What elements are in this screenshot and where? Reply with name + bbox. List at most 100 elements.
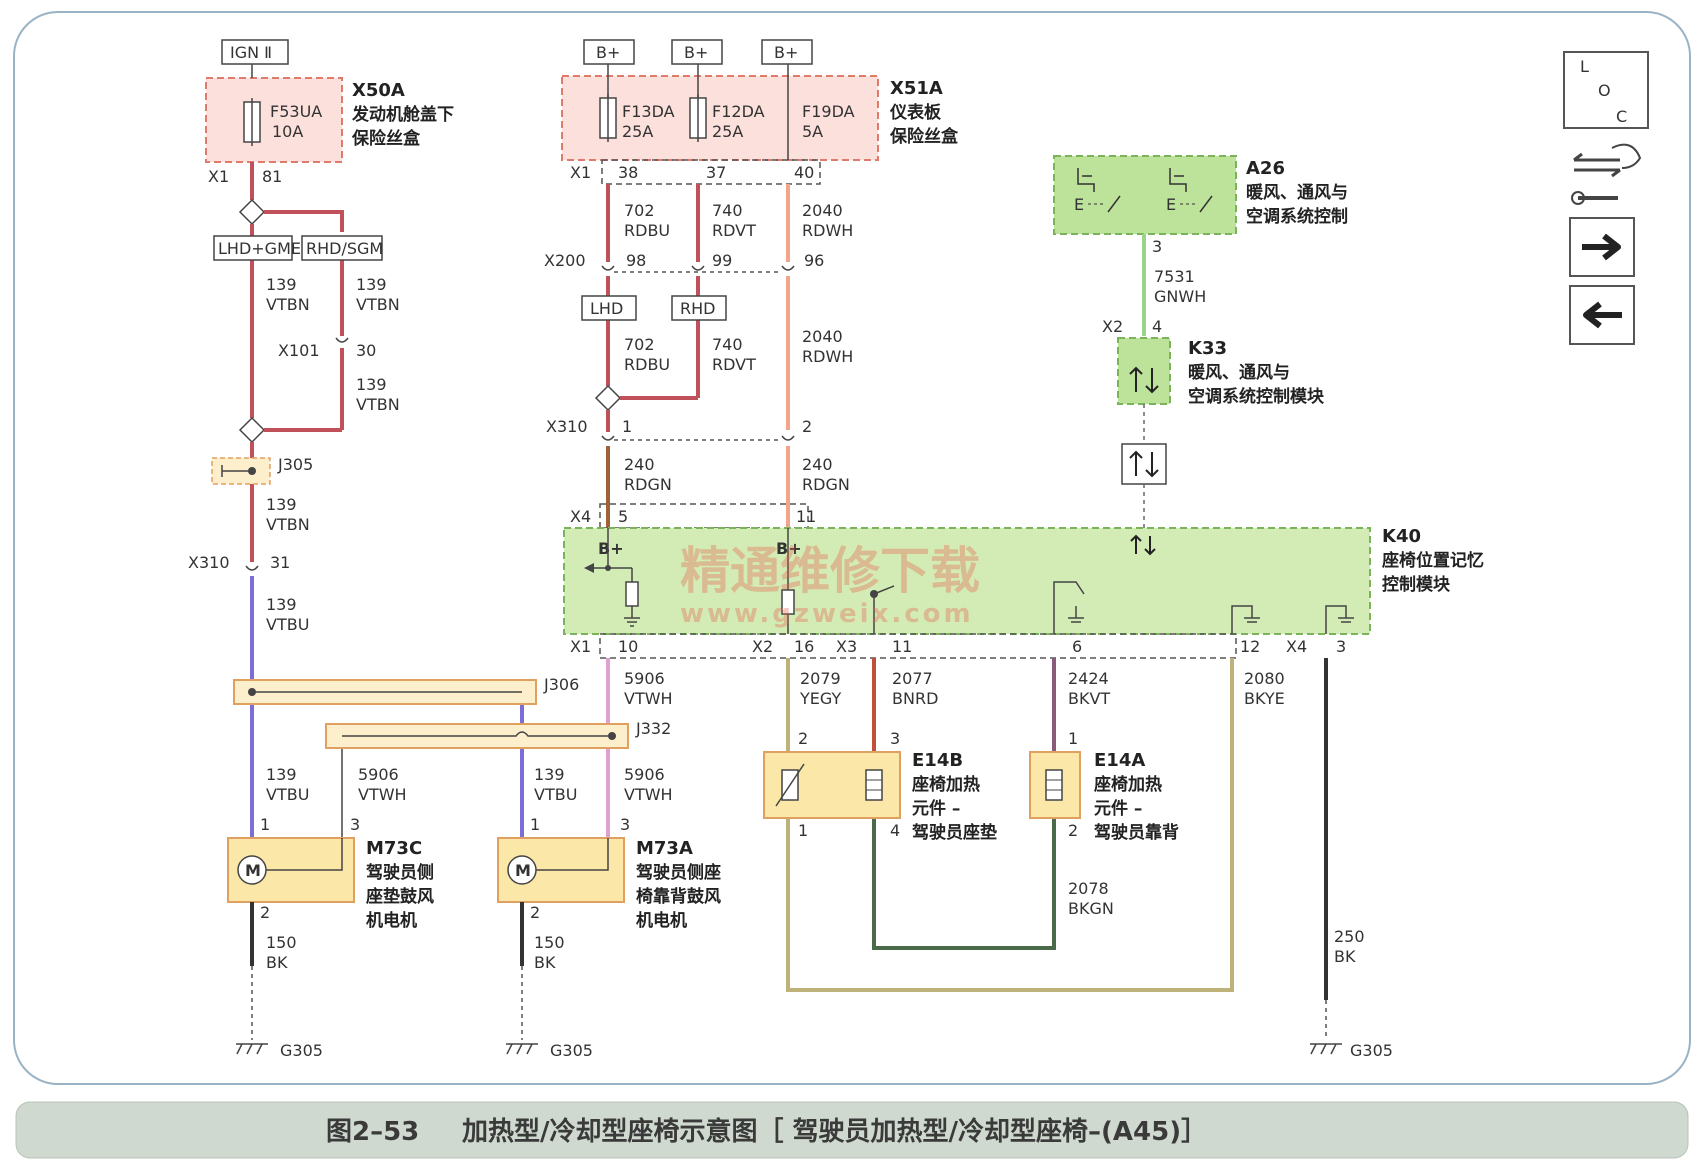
- svg-text:F13DA: F13DA: [622, 102, 675, 121]
- svg-text:25A: 25A: [712, 122, 743, 141]
- svg-text:2: 2: [260, 903, 270, 922]
- m73a-id: M73A: [636, 838, 693, 859]
- svg-text:X310: X310: [546, 417, 588, 436]
- svg-text:F19DA: F19DA: [802, 102, 855, 121]
- svg-text:L: L: [1580, 57, 1589, 76]
- svg-text:702: 702: [624, 201, 655, 220]
- svg-text:2040: 2040: [802, 327, 843, 346]
- svg-text:RDGN: RDGN: [624, 475, 672, 494]
- svg-text:VTBU: VTBU: [266, 615, 309, 634]
- x50a-id: X50A: [352, 80, 405, 101]
- svg-text:2424: 2424: [1068, 669, 1109, 688]
- x51a-desc2: 保险丝盒: [889, 126, 959, 147]
- splice-j305: [211, 457, 271, 485]
- svg-text:B+: B+: [596, 43, 620, 62]
- svg-text:2080: 2080: [1244, 669, 1285, 688]
- svg-text:VTBN: VTBN: [266, 515, 310, 534]
- svg-text:139: 139: [356, 375, 387, 394]
- svg-text:X4: X4: [570, 507, 591, 526]
- svg-text:RDVT: RDVT: [712, 221, 756, 240]
- svg-text:元件 –: 元件 –: [912, 798, 960, 819]
- svg-text:740: 740: [712, 335, 743, 354]
- next-page-button[interactable]: [1569, 217, 1635, 277]
- svg-text:RDWH: RDWH: [802, 221, 853, 240]
- svg-text:VTWH: VTWH: [624, 689, 673, 708]
- svg-text:5: 5: [618, 507, 628, 526]
- svg-text:VTBU: VTBU: [534, 785, 577, 804]
- svg-text:X4: X4: [1286, 637, 1307, 656]
- svg-text:O: O: [1598, 81, 1611, 100]
- svg-text:BK: BK: [534, 953, 556, 972]
- x50a-conn: X1: [208, 167, 229, 186]
- svg-text:座椅加热: 座椅加热: [1094, 774, 1162, 795]
- svg-text:3: 3: [1152, 237, 1162, 256]
- svg-text:X310: X310: [188, 553, 230, 572]
- svg-text:3: 3: [890, 729, 900, 748]
- svg-text:驾驶员侧: 驾驶员侧: [366, 862, 434, 883]
- caption-bar: [15, 1101, 1689, 1159]
- svg-text:椅靠背鼓风: 椅靠背鼓风: [636, 886, 721, 907]
- ground-g305-2: [506, 1043, 538, 1055]
- svg-text:RDBU: RDBU: [624, 355, 670, 374]
- svg-text:IGN Ⅱ: IGN Ⅱ: [230, 43, 272, 62]
- x50a-pin: 81: [262, 167, 282, 186]
- svg-text:1: 1: [798, 821, 808, 840]
- svg-text:X1: X1: [570, 637, 591, 656]
- fuse-box-x51a: F13DA 25A F12DA 25A F19DA 5A: [561, 75, 879, 161]
- svg-text:4: 4: [1152, 317, 1162, 336]
- svg-text:BNRD: BNRD: [892, 689, 938, 708]
- svg-text:RHD: RHD: [680, 299, 715, 318]
- svg-text:38: 38: [618, 163, 638, 182]
- x51a-id: X51A: [890, 78, 943, 99]
- svg-text:RDBU: RDBU: [624, 221, 670, 240]
- svg-text:5A: 5A: [802, 122, 823, 141]
- svg-text:BKYE: BKYE: [1244, 689, 1285, 708]
- svg-text:B+: B+: [776, 539, 802, 558]
- svg-text:150: 150: [534, 933, 565, 952]
- svg-text:139: 139: [534, 765, 565, 784]
- module-k40: B+ B+: [563, 527, 1371, 635]
- module-a26: E E: [1053, 155, 1237, 235]
- svg-text:元件 –: 元件 –: [1094, 798, 1142, 819]
- svg-text:31: 31: [270, 553, 290, 572]
- svg-text:座椅加热: 座椅加热: [912, 774, 980, 795]
- svg-text:139: 139: [266, 275, 297, 294]
- ground-g305-1: [236, 1043, 268, 1055]
- k33-desc2: 空调系统控制模块: [1188, 386, 1325, 407]
- svg-text:BK: BK: [266, 953, 288, 972]
- svg-text:240: 240: [802, 455, 833, 474]
- svg-text:VTBU: VTBU: [266, 785, 309, 804]
- prev-page-button[interactable]: [1569, 285, 1635, 345]
- motor-m73c: M: [227, 837, 355, 903]
- component-locator-icon[interactable]: [1571, 143, 1642, 205]
- svg-text:G305: G305: [280, 1041, 323, 1060]
- svg-text:RDWH: RDWH: [802, 347, 853, 366]
- a26-desc2: 空调系统控制: [1246, 206, 1348, 227]
- svg-text:BKGN: BKGN: [1068, 899, 1114, 918]
- option-rhd-sgm: [301, 235, 383, 261]
- m73c-id: M73C: [366, 838, 422, 859]
- svg-text:VTBN: VTBN: [266, 295, 310, 314]
- heater-e14b: [763, 751, 901, 819]
- svg-text:E: E: [1166, 195, 1176, 214]
- svg-text:VTBN: VTBN: [356, 395, 400, 414]
- ground-g305-3: [1310, 1043, 1342, 1055]
- svg-text:RHD/SGM: RHD/SGM: [306, 239, 383, 258]
- svg-text:98: 98: [626, 251, 646, 270]
- option-lhd-gme: [213, 235, 293, 261]
- svg-text:2040: 2040: [802, 201, 843, 220]
- loc-box[interactable]: L O C: [1563, 51, 1649, 129]
- svg-text:139: 139: [266, 595, 297, 614]
- k40-desc1: 座椅位置记忆: [1382, 550, 1484, 571]
- svg-text:99: 99: [712, 251, 732, 270]
- svg-text:2: 2: [1068, 821, 1078, 840]
- svg-text:机电机: 机电机: [636, 910, 687, 931]
- svg-text:B+: B+: [774, 43, 798, 62]
- svg-text:G305: G305: [550, 1041, 593, 1060]
- svg-text:LHD: LHD: [590, 299, 623, 318]
- fuse-box-x50a: F53UA 10A: [205, 77, 343, 163]
- svg-text:2: 2: [802, 417, 812, 436]
- svg-text:驾驶员座垫: 驾驶员座垫: [912, 822, 997, 843]
- svg-text:30: 30: [356, 341, 376, 360]
- svg-text:2078: 2078: [1068, 879, 1109, 898]
